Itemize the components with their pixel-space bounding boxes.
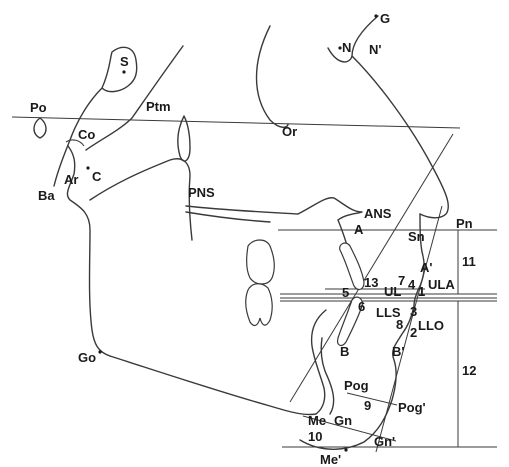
measure-5: 5 xyxy=(342,285,349,300)
label-po: Po xyxy=(30,100,47,115)
upper-lip-soft-tissue xyxy=(413,213,425,307)
label-n: N xyxy=(342,40,351,55)
label-gn: Gn xyxy=(334,413,352,428)
measure-2: 2 xyxy=(410,325,417,340)
label-llo: LLO xyxy=(418,318,444,333)
label-ul: UL xyxy=(384,284,401,299)
label-a: A xyxy=(354,222,364,237)
label-ans: ANS xyxy=(364,206,392,221)
measure-10: 10 xyxy=(308,429,322,444)
label-go: Go xyxy=(78,350,96,365)
upper-incisor-tooth xyxy=(339,242,365,291)
chin-lower-line xyxy=(302,415,397,442)
measure-4: 4 xyxy=(408,277,416,292)
g-point xyxy=(374,14,378,18)
sella-point xyxy=(122,70,126,74)
palate-lower-outline xyxy=(185,211,271,223)
coronoid-process-outline xyxy=(89,158,193,241)
pog-distance-line xyxy=(346,392,398,406)
upper-molar-tooth xyxy=(246,239,275,285)
measure-3: 3 xyxy=(410,304,417,319)
label-pog-soft: Pog' xyxy=(398,400,426,415)
frankfort-horizontal-line xyxy=(11,116,461,129)
label-me-soft: Me' xyxy=(320,452,341,467)
porion-ear-outline xyxy=(33,117,47,139)
mandible-ramus-outline xyxy=(66,145,111,357)
measure-8: 8 xyxy=(396,317,403,332)
label-me: Me xyxy=(308,413,326,428)
label-ba: Ba xyxy=(38,188,55,203)
mandible-symphysis-outline xyxy=(310,309,327,415)
measure-12: 12 xyxy=(462,363,476,378)
measure-6: 6 xyxy=(358,299,365,314)
label-b: B xyxy=(340,344,349,359)
go-point xyxy=(98,350,102,354)
label-n-soft: N' xyxy=(369,42,381,57)
label-ar: Ar xyxy=(64,172,78,187)
measure-9: 9 xyxy=(364,398,371,413)
label-pog: Pog xyxy=(344,378,369,393)
label-ula: ULA xyxy=(428,277,455,292)
measure-7: 7 xyxy=(398,273,405,288)
condyle-outline xyxy=(65,139,85,147)
label-a-soft: A' xyxy=(420,260,432,275)
orbit-arc xyxy=(255,25,289,128)
label-ptm: Ptm xyxy=(146,99,171,114)
label-g: G xyxy=(380,11,390,26)
sella-turcica-outline xyxy=(101,46,138,93)
facial-plane-line xyxy=(289,133,454,403)
label-pns: PNS xyxy=(188,185,215,200)
lower-incisor-tooth xyxy=(337,296,363,347)
label-b-soft: B' xyxy=(392,344,404,359)
label-c: C xyxy=(92,169,102,184)
anterior-cranial-outline xyxy=(85,45,184,151)
label-lls: LLS xyxy=(376,305,401,320)
label-or: Or xyxy=(282,124,297,139)
c-point xyxy=(86,166,90,170)
measure-1: 1 xyxy=(418,284,425,299)
measure-13: 13 xyxy=(364,275,378,290)
mandible-lower-border xyxy=(109,355,317,416)
lower-molar-tooth xyxy=(245,283,273,327)
me-soft-point xyxy=(344,448,348,452)
n-point xyxy=(338,46,342,50)
label-co: Co xyxy=(78,127,95,142)
label-s: S xyxy=(120,54,129,69)
symphysis-inner-outline xyxy=(320,337,335,415)
lower-lip-soft-tissue xyxy=(299,305,415,450)
pterygomaxillary-fissure xyxy=(177,115,191,162)
measure-11: 11 xyxy=(462,254,476,269)
soft-tissue-nasion-to-nose xyxy=(351,55,450,219)
palatal-plane-outline xyxy=(185,197,363,221)
label-sn: Sn xyxy=(408,229,425,244)
label-gn-soft: Gn' xyxy=(374,434,395,449)
label-pn: Pn xyxy=(456,216,473,231)
